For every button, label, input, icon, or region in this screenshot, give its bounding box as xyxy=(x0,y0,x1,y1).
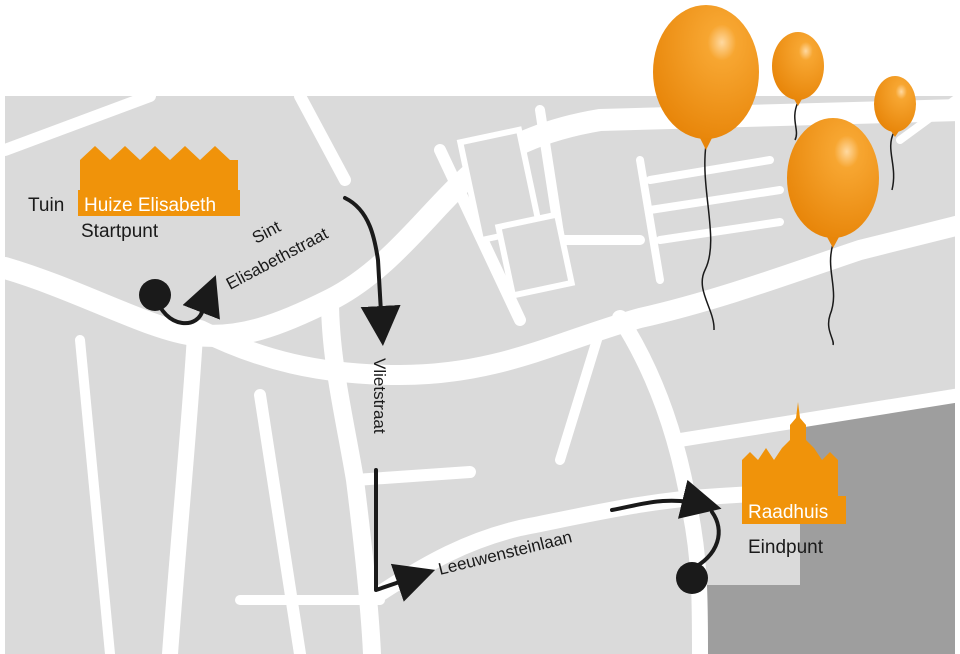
end-name: Raadhuis xyxy=(748,502,828,523)
start-caption: Startpunt xyxy=(81,221,159,242)
start-marker xyxy=(139,279,171,311)
end-marker xyxy=(676,562,708,594)
start-name: Huize Elisabeth xyxy=(84,195,216,216)
city-blocks xyxy=(456,126,576,300)
start-prefix: Tuin xyxy=(28,195,64,216)
end-caption: Eindpunt xyxy=(748,537,824,558)
start-name-badge xyxy=(78,190,240,216)
end-name-badge xyxy=(742,496,846,524)
town-hall-icon xyxy=(742,402,838,500)
town-hall-block xyxy=(700,395,955,654)
building-icon xyxy=(80,146,238,196)
street-label-vlietstraat: Vlietstraat xyxy=(370,358,389,434)
balloon-icon xyxy=(653,5,916,346)
route-path xyxy=(153,196,722,602)
